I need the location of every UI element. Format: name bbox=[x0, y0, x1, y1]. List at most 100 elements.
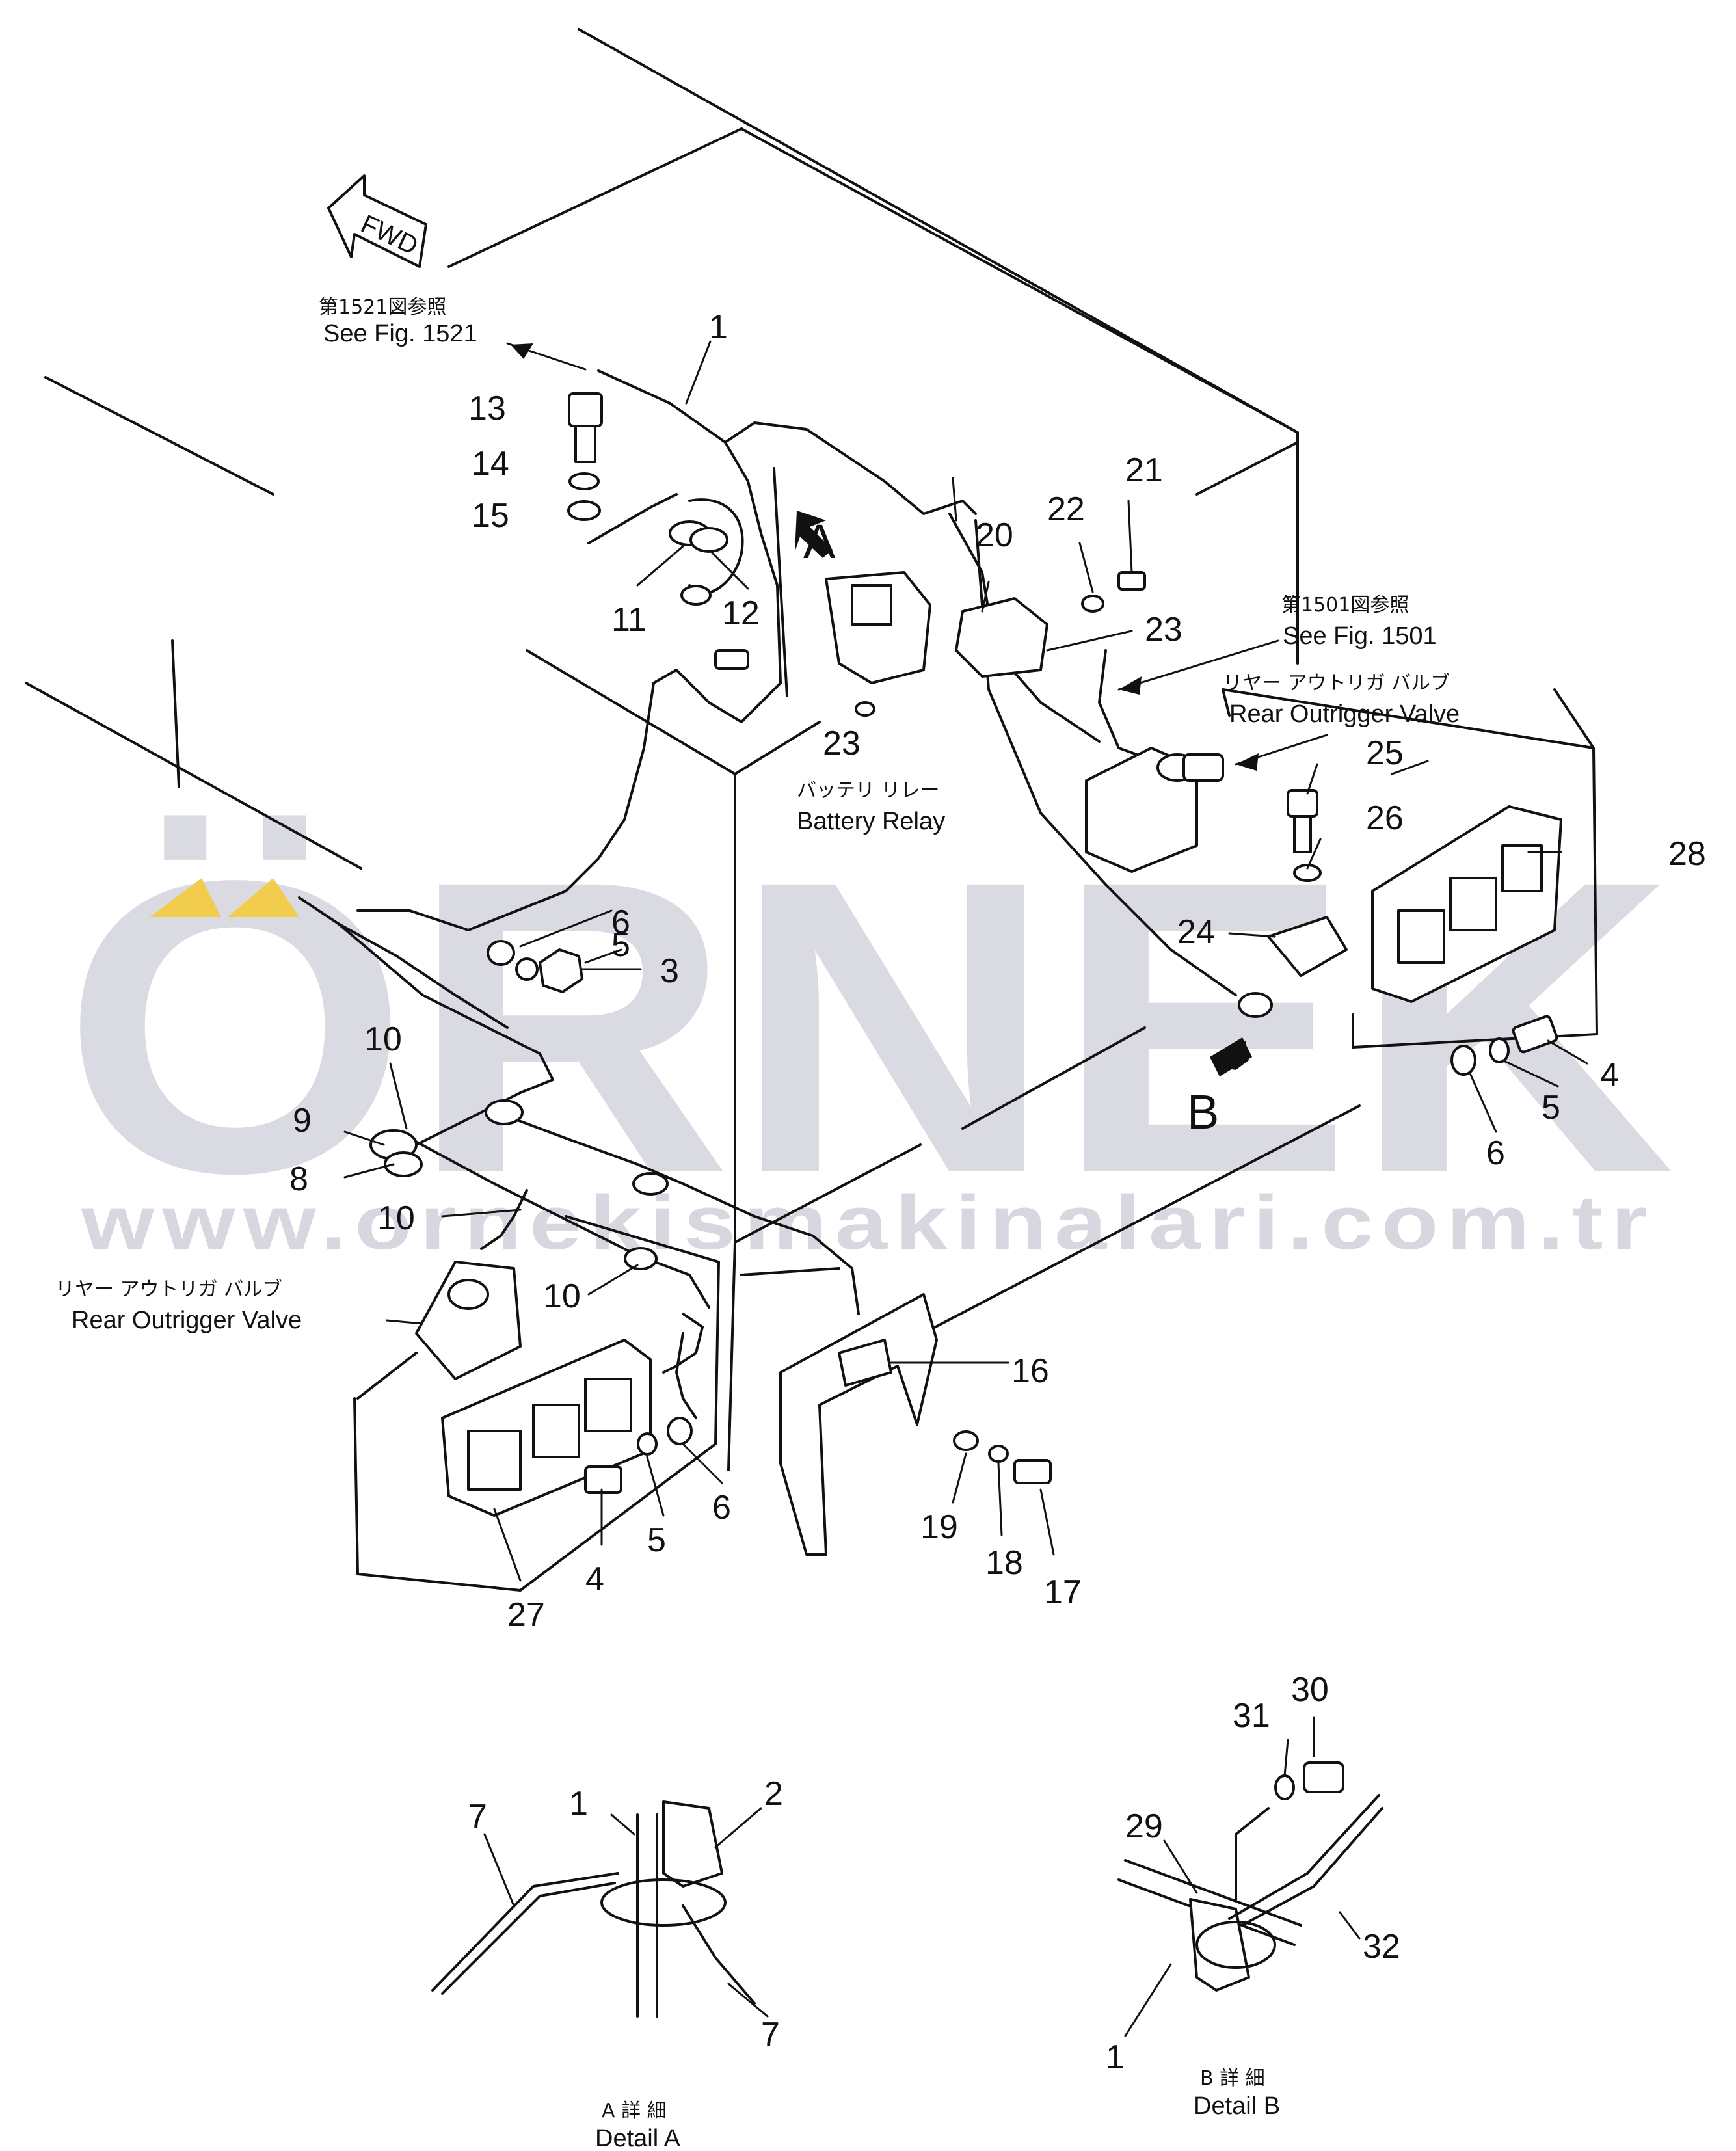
callout-9: 9 bbox=[293, 1102, 312, 1140]
battery-relay-terminal-icon bbox=[851, 584, 892, 626]
callout-19: 19 bbox=[920, 1508, 958, 1546]
callout-26: 26 bbox=[1366, 799, 1404, 837]
callouts: 1 13 14 15 11 12 20 22 21 23 23 25 26 28… bbox=[289, 308, 1706, 2076]
callout-7-bottom: 7 bbox=[761, 2016, 780, 2053]
callout-16: 16 bbox=[1011, 1352, 1049, 1390]
callout-6-right: 6 bbox=[1486, 1134, 1505, 1172]
screw-23-icon bbox=[855, 701, 875, 717]
wire-harness bbox=[298, 369, 1237, 1419]
detail-a bbox=[431, 1800, 756, 2018]
callout-10-mid: 10 bbox=[377, 1199, 415, 1237]
parts bbox=[369, 392, 1562, 1556]
callout-10-low: 10 bbox=[543, 1277, 581, 1315]
bolt-11-icon bbox=[714, 649, 749, 670]
callout-25: 25 bbox=[1366, 734, 1404, 772]
rear-outrigger-valve-left-icon bbox=[415, 1261, 522, 1380]
battery-relay-label: Battery Relay bbox=[797, 808, 945, 835]
washer-6-right-icon bbox=[1450, 1045, 1476, 1076]
callout-13: 13 bbox=[468, 390, 506, 427]
callout-detail-a-1: 1 bbox=[569, 1785, 588, 1823]
view-a-arrow bbox=[795, 511, 833, 558]
reference-labels: 第1521図参照 See Fig. 1521 第1501図参照 See Fig.… bbox=[55, 296, 1460, 1334]
relay-16-icon bbox=[838, 1339, 892, 1387]
washer-6-upper-icon bbox=[487, 940, 515, 966]
callout-32: 32 bbox=[1363, 1928, 1400, 1966]
rear-outrigger-valve-right-label-jp: リヤー アウトリガ バルブ bbox=[1223, 672, 1450, 695]
callout-24: 24 bbox=[1177, 913, 1215, 951]
watermark-url: www.ornekismakinalari.com.tr bbox=[81, 1180, 1655, 1266]
callout-10-top: 10 bbox=[364, 1021, 402, 1058]
detail-a-caption: Detail A bbox=[595, 2125, 681, 2151]
detail-b-caption-jp: B 詳 細 bbox=[1200, 2067, 1265, 2090]
watermark-accent-right bbox=[228, 878, 299, 917]
callout-15: 15 bbox=[472, 497, 509, 535]
washer-22-icon bbox=[1081, 595, 1104, 613]
bolt-21-icon bbox=[1117, 571, 1146, 591]
bolt-4-left-icon bbox=[584, 1465, 622, 1494]
detail-b-caption: Detail B bbox=[1194, 2092, 1280, 2120]
bolt-17-icon bbox=[1013, 1459, 1052, 1484]
washer-6-left-icon bbox=[667, 1417, 693, 1445]
callout-17: 17 bbox=[1044, 1573, 1082, 1611]
callout-20: 20 bbox=[976, 516, 1013, 554]
detail-b bbox=[1117, 1761, 1383, 1992]
leader-lines bbox=[343, 340, 1588, 2037]
callout-18: 18 bbox=[985, 1544, 1023, 1582]
fig-1521-ref: See Fig. 1521 bbox=[323, 320, 477, 347]
rear-outrigger-valve-left-label-jp: リヤー アウトリガ バルブ bbox=[55, 1278, 282, 1301]
lamp-lens-icon bbox=[1397, 909, 1445, 964]
callout-14: 14 bbox=[472, 445, 509, 483]
callout-29: 29 bbox=[1125, 1808, 1163, 1845]
rear-outrigger-valve-left-label: Rear Outrigger Valve bbox=[72, 1307, 302, 1334]
callout-6-upper: 6 bbox=[611, 903, 630, 941]
fig-1501-ref-jp: 第1501図参照 bbox=[1281, 594, 1409, 617]
callout-21: 21 bbox=[1125, 451, 1163, 489]
nut-3-icon bbox=[539, 948, 583, 993]
callout-11: 11 bbox=[611, 601, 647, 639]
washer-5-right-icon bbox=[1489, 1037, 1510, 1063]
callout-detail-b-1: 1 bbox=[1106, 2038, 1125, 2076]
callout-3: 3 bbox=[660, 952, 679, 990]
callout-12: 12 bbox=[722, 595, 760, 632]
bracket-24-icon bbox=[1267, 916, 1348, 977]
callout-22: 22 bbox=[1047, 490, 1085, 528]
clamp-12-icon bbox=[689, 527, 728, 553]
callout-7-top: 7 bbox=[468, 1798, 487, 1836]
callout-4-right: 4 bbox=[1600, 1056, 1619, 1094]
callout-6-left: 6 bbox=[712, 1489, 731, 1527]
bolt-13-icon bbox=[568, 392, 603, 427]
fig-1501-ref: See Fig. 1501 bbox=[1283, 622, 1437, 650]
detail-a-clip-2-icon bbox=[662, 1800, 723, 1888]
bolt-4-right-icon bbox=[1512, 1015, 1558, 1054]
clamp-10-icon bbox=[485, 1099, 524, 1125]
callout-5-upper: 5 bbox=[611, 926, 630, 964]
callout-5-right: 5 bbox=[1542, 1089, 1560, 1127]
battery-relay-label-jp: バッテリ リレー bbox=[797, 779, 940, 802]
clamp-8-icon bbox=[384, 1151, 423, 1177]
callout-23-right: 23 bbox=[1145, 611, 1182, 648]
rear-outrigger-valve-right-label: Rear Outrigger Valve bbox=[1229, 701, 1460, 728]
bolt-shank-icon bbox=[574, 425, 596, 463]
washer-15-icon bbox=[567, 500, 601, 521]
fwd-arrow: FWD bbox=[327, 174, 427, 268]
callout-23-left: 23 bbox=[823, 725, 861, 762]
washer-5-left-icon bbox=[637, 1432, 658, 1456]
fig-1521-ref-jp: 第1521図参照 bbox=[319, 296, 446, 319]
washer-19-icon bbox=[953, 1430, 979, 1451]
callout-31: 31 bbox=[1233, 1697, 1270, 1735]
detail-a-caption-jp: A 詳 細 bbox=[602, 2100, 667, 2122]
washer-14-icon bbox=[568, 472, 600, 490]
callout-27: 27 bbox=[507, 1596, 545, 1634]
view-b-marker: B bbox=[1187, 1085, 1219, 1139]
machine-body-outline bbox=[25, 28, 1598, 1592]
bolt-25-icon bbox=[1287, 789, 1318, 818]
callout-8: 8 bbox=[289, 1160, 308, 1198]
callout-5-left: 5 bbox=[647, 1521, 666, 1559]
callout-28: 28 bbox=[1668, 835, 1706, 873]
detail-b-washer-31-icon bbox=[1274, 1774, 1295, 1800]
callout-4-left: 4 bbox=[585, 1560, 604, 1598]
washer-26-icon bbox=[1293, 864, 1322, 882]
nut-12-icon bbox=[680, 585, 712, 606]
washer-5-upper-icon bbox=[515, 957, 539, 981]
